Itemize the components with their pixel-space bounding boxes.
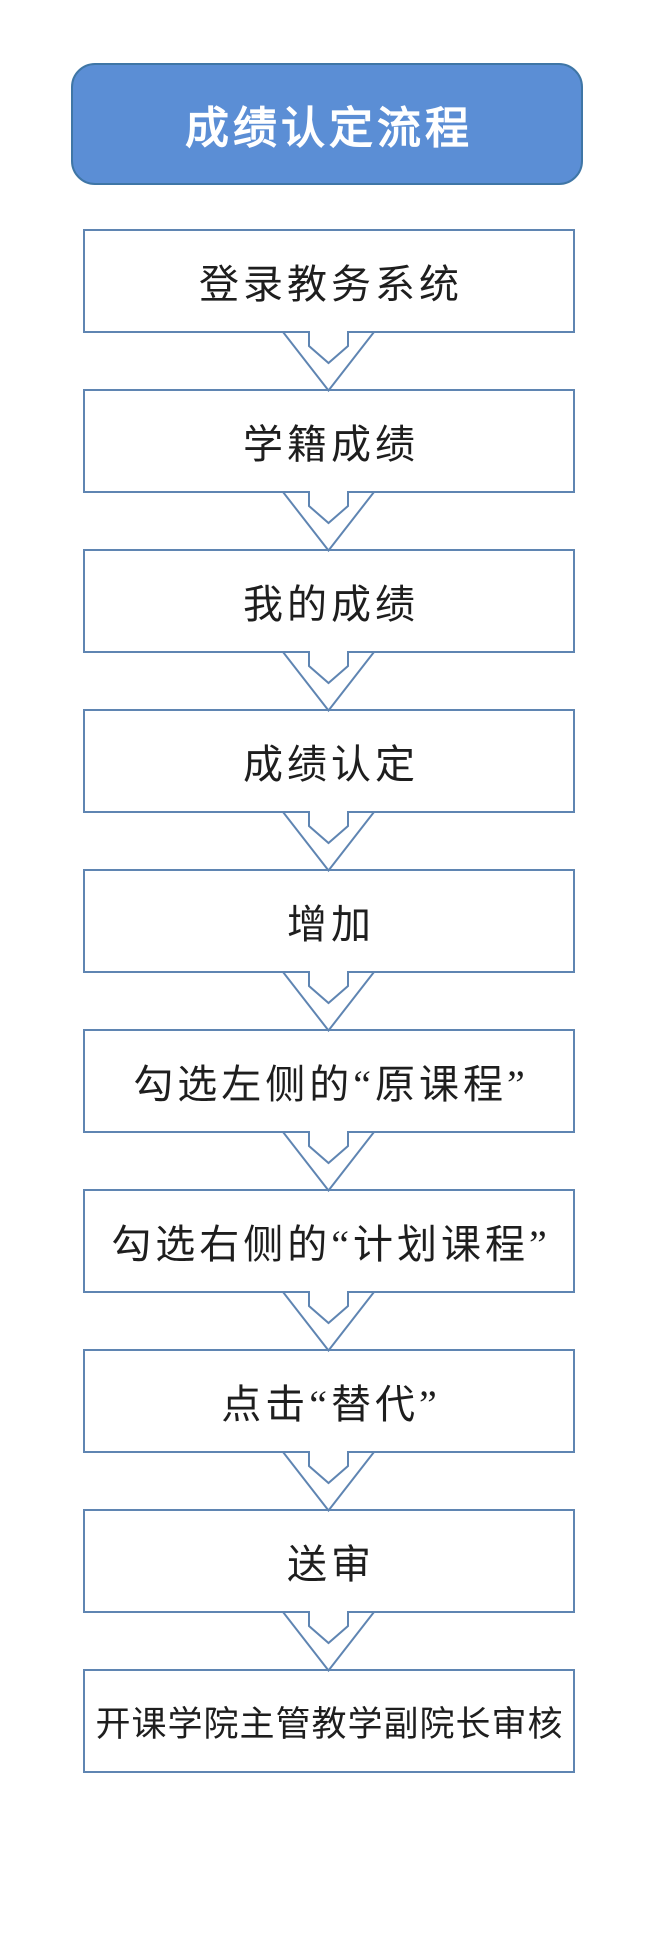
step-grade-recognition: 成绩认定 xyxy=(83,709,575,813)
flow-arrow-down-icon xyxy=(280,650,377,713)
step-label: 成绩认定 xyxy=(243,742,419,787)
flowchart-title: 成绩认定流程 xyxy=(185,104,473,153)
step-vice-dean-review: 开课学院主管教学副院长审核 xyxy=(83,1669,575,1773)
step-xueji-chengji: 学籍成绩 xyxy=(83,389,575,493)
step-label: 勾选右侧的“计划课程” xyxy=(111,1222,551,1267)
flow-arrow-down-icon xyxy=(280,1610,377,1673)
flow-arrow-down-icon xyxy=(280,330,377,393)
step-my-grades: 我的成绩 xyxy=(83,549,575,653)
flow-arrow-down-icon xyxy=(280,1450,377,1513)
flow-arrow-down-icon xyxy=(280,970,377,1033)
step-submit-review: 送审 xyxy=(83,1509,575,1613)
step-login-system: 登录教务系统 xyxy=(83,229,575,333)
flow-arrow-down-icon xyxy=(280,1290,377,1353)
step-label: 开课学院主管教学副院长审核 xyxy=(95,1704,564,1744)
flow-arrow-down-icon xyxy=(280,490,377,553)
step-label: 我的成绩 xyxy=(243,582,419,627)
step-label: 登录教务系统 xyxy=(199,262,463,307)
step-click-replace: 点击“替代” xyxy=(83,1349,575,1453)
step-label: 学籍成绩 xyxy=(243,422,419,467)
step-label: 送审 xyxy=(287,1542,375,1587)
step-check-planned-course: 勾选右侧的“计划课程” xyxy=(83,1189,575,1293)
flow-arrow-down-icon xyxy=(280,1130,377,1193)
step-label: 勾选左侧的“原课程” xyxy=(133,1062,529,1107)
step-add: 增加 xyxy=(83,869,575,973)
flowchart-title-banner: 成绩认定流程 xyxy=(71,63,583,185)
step-label: 增加 xyxy=(287,902,375,947)
step-check-original-course: 勾选左侧的“原课程” xyxy=(83,1029,575,1133)
step-label: 点击“替代” xyxy=(221,1382,441,1427)
flow-arrow-down-icon xyxy=(280,810,377,873)
